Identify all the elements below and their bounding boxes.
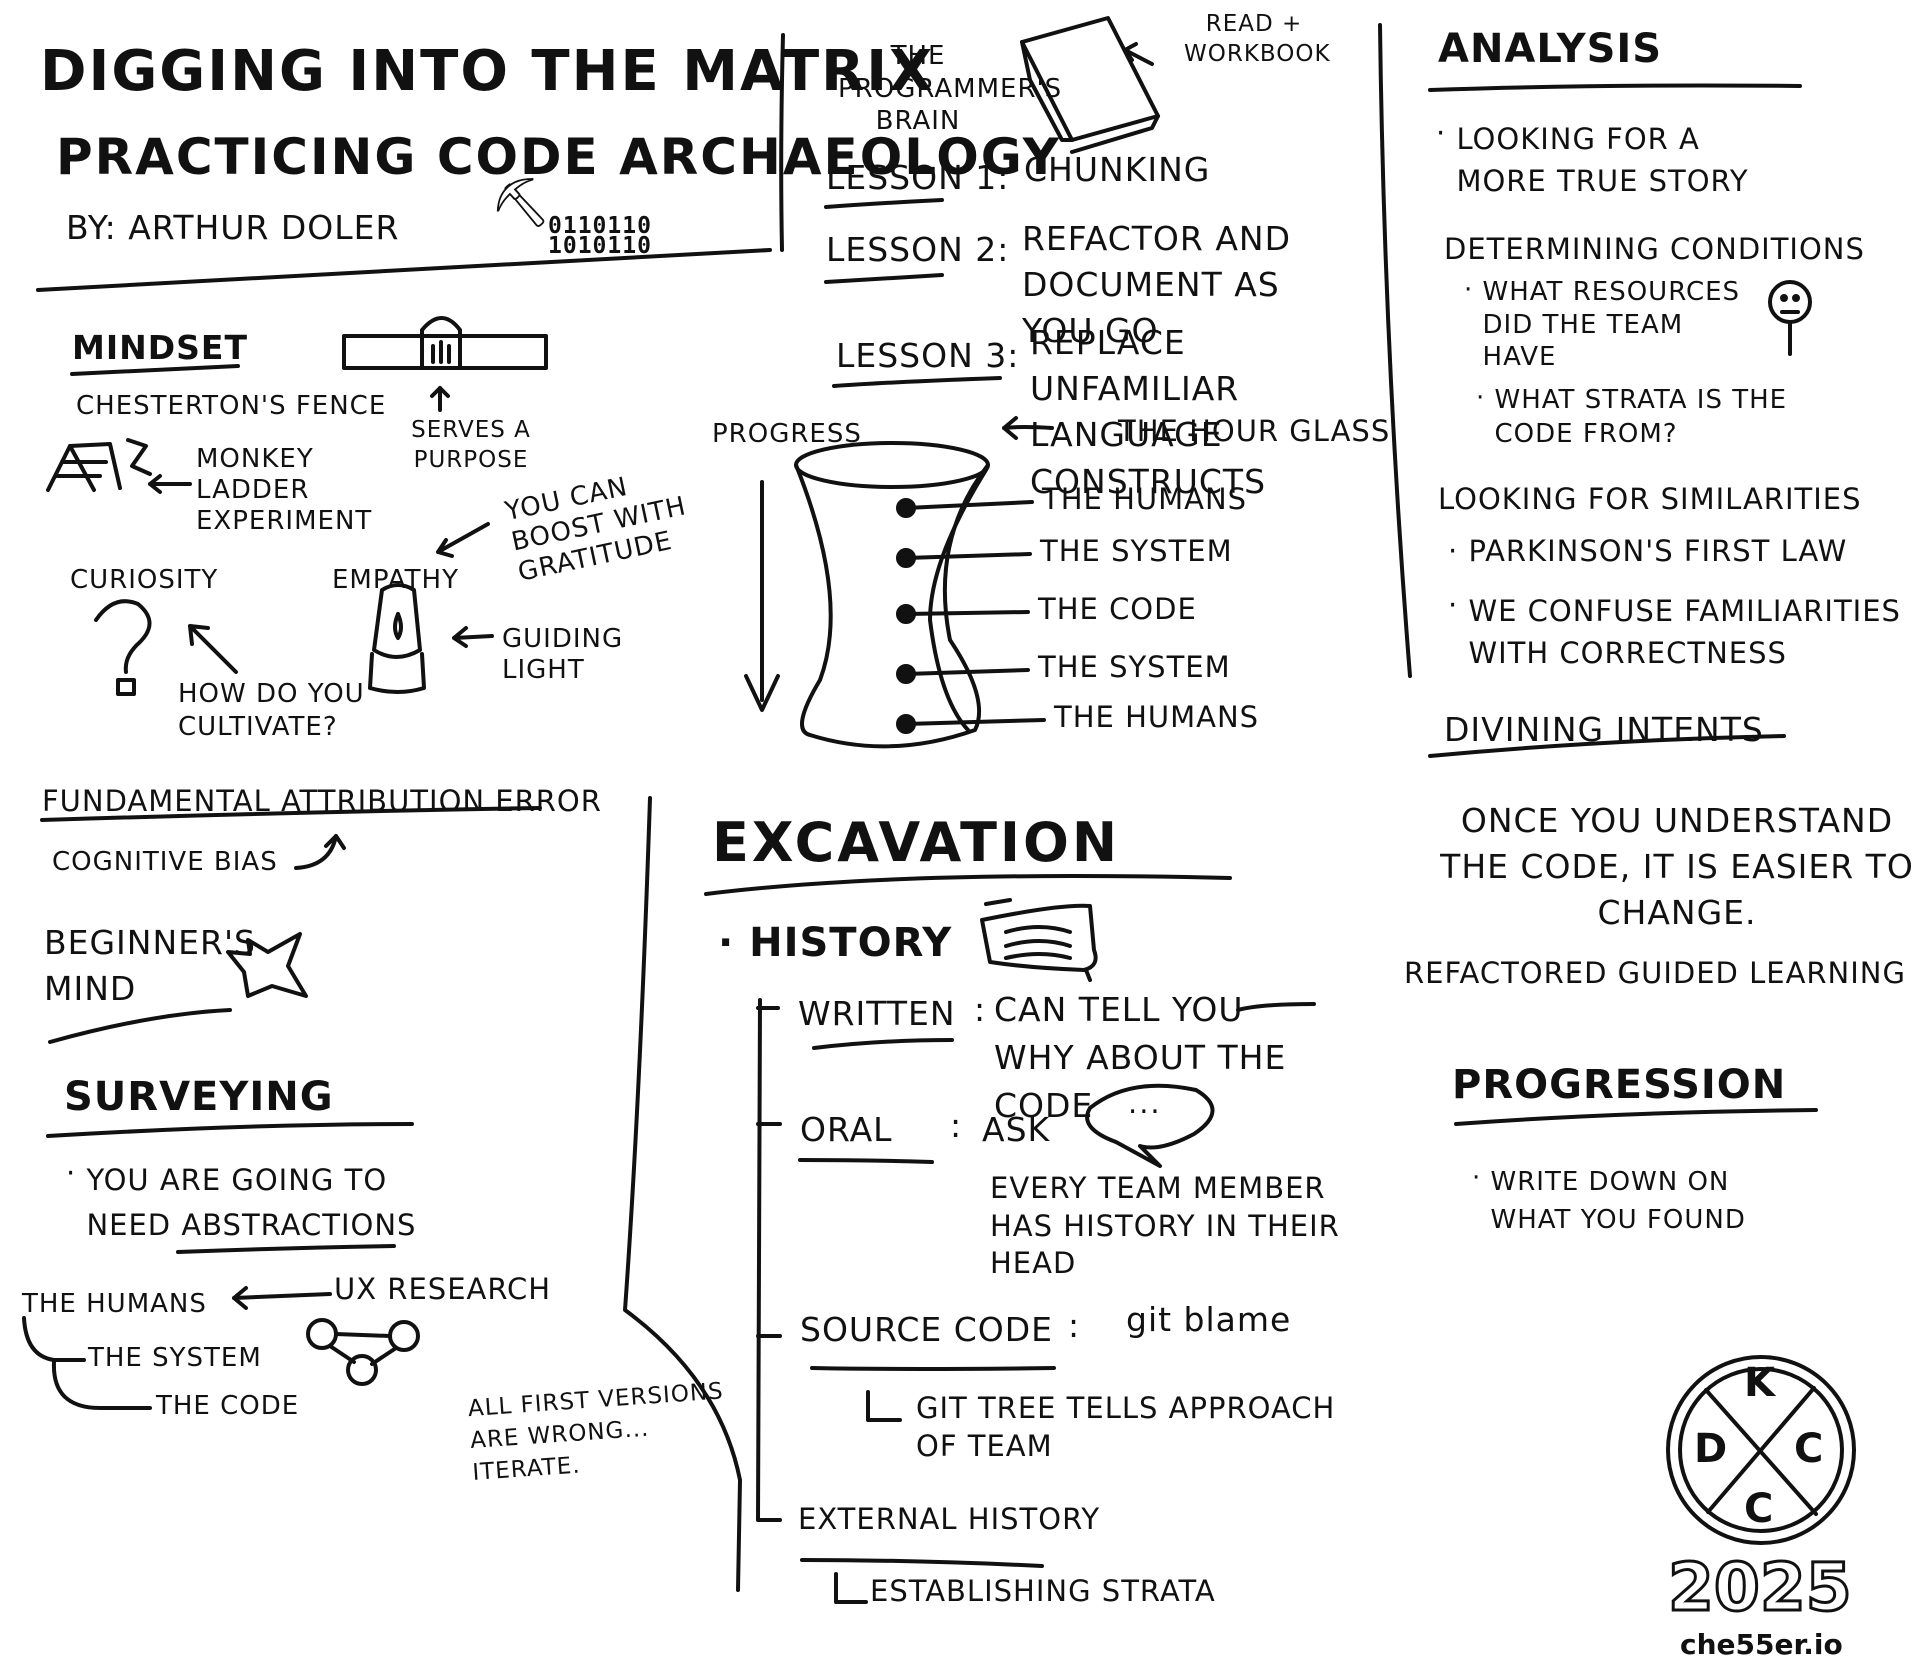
serves-purpose: Serves a Purpose bbox=[411, 417, 531, 473]
ladder-icon bbox=[46, 438, 192, 494]
hourglass-title: The Hour Glass bbox=[1118, 414, 1391, 448]
fae-heading: Fundamental Attribution Error bbox=[42, 784, 602, 818]
logo-year: 2025 bbox=[1667, 1549, 1854, 1626]
source-colon: : bbox=[1068, 1306, 1081, 1345]
hourglass-layer-2: The System bbox=[1040, 534, 1233, 568]
logo-letter-d: D bbox=[1694, 1426, 1729, 1472]
git-blame: git blame bbox=[1126, 1300, 1292, 1339]
progression-heading: Progression bbox=[1452, 1062, 1787, 1108]
lesson1-text: Chunking bbox=[1024, 150, 1211, 189]
empathy-label: Empathy bbox=[332, 565, 459, 595]
monkey-ladder: Monkey Ladder Experiment bbox=[196, 444, 373, 537]
oral-note: Every Team Member has History in their h… bbox=[990, 1171, 1340, 1281]
lesson2-text: Refactor and Document as you go bbox=[1022, 219, 1291, 351]
book-icon bbox=[1020, 16, 1160, 154]
written-text: Can Tell You Why About the Code bbox=[994, 990, 1287, 1125]
question-icon bbox=[94, 599, 238, 696]
intents-text: Once you understand the code, it is easi… bbox=[1440, 801, 1914, 933]
lantern-icon bbox=[368, 583, 494, 694]
tree-system: The System bbox=[88, 1343, 262, 1373]
star-icon bbox=[226, 932, 308, 998]
cognitive-bias: Cognitive Bias bbox=[52, 847, 278, 877]
written-label: Written bbox=[798, 994, 956, 1033]
divining-heading: Divining Intents bbox=[1444, 710, 1764, 749]
scroll-icon bbox=[980, 898, 1098, 982]
surveying-bullet-text: You are going to need Abstractions bbox=[86, 1163, 417, 1242]
refactored-learning: Refactored Guided Learning bbox=[1404, 956, 1906, 990]
divider-top bbox=[779, 33, 785, 252]
shovel-icon: ⛏ bbox=[490, 175, 552, 231]
guiding-light: Guiding Light bbox=[502, 624, 624, 686]
establishing-strata: Establishing Strata bbox=[870, 1574, 1216, 1608]
binary-line2: 1010110 bbox=[548, 233, 652, 259]
oral-ask: Ask bbox=[982, 1110, 1051, 1149]
progression-text: Write Down on what you found bbox=[1490, 1167, 1746, 1235]
hourglass-layer-4: The System bbox=[1038, 650, 1231, 684]
history-text: History bbox=[749, 920, 953, 966]
logo-letter-k: K bbox=[1744, 1360, 1776, 1406]
logo-letter-c-bottom: C bbox=[1744, 1486, 1775, 1532]
divider-right bbox=[1378, 23, 1412, 678]
oral-colon: : bbox=[950, 1106, 963, 1145]
confuse-bullet: · We confuse Familiarities with Correctn… bbox=[1448, 589, 1908, 674]
network-icon bbox=[306, 1318, 420, 1386]
title-line2: Practicing Code Archaeology bbox=[56, 128, 1061, 186]
hourglass-layer-3: The Code bbox=[1038, 592, 1197, 626]
byline: By: Arthur Doler bbox=[66, 208, 400, 247]
excavation-heading: Excavation bbox=[712, 811, 1121, 874]
strata-question: · What Strata is the code from? bbox=[1476, 384, 1815, 452]
lesson3-label: Lesson 3: bbox=[836, 336, 1020, 375]
lesson1-label: Lesson 1: bbox=[826, 158, 1010, 197]
analysis-heading: Analysis bbox=[1438, 26, 1663, 72]
analysis-bullet-text: Looking for a more true story bbox=[1456, 122, 1749, 199]
written-colon: : bbox=[974, 990, 987, 1029]
git-tree-note: Git Tree Tells Approach of Team bbox=[916, 1391, 1336, 1463]
binary-line1: 0110110 bbox=[548, 213, 652, 239]
parkinson-text: Parkinson's First Law bbox=[1468, 534, 1848, 568]
cultivate-label: How do you Cultivate? bbox=[178, 679, 365, 742]
book-label: The Programmer's Brain bbox=[838, 41, 1063, 136]
determining-conditions: Determining Conditions bbox=[1444, 232, 1865, 266]
progression-bullet: · Write Down on what you found bbox=[1472, 1164, 1791, 1239]
external-history: External History bbox=[798, 1502, 1101, 1536]
looking-similarities: Looking for Similarities bbox=[1438, 482, 1862, 516]
beginners-mind: Beginner's Mind bbox=[44, 923, 256, 1009]
logo-icon bbox=[1666, 1355, 1856, 1545]
logo-letter-c-right: C bbox=[1794, 1426, 1825, 1472]
resources-text: What Resources did the team have bbox=[1482, 277, 1741, 372]
progress-label: Progress bbox=[712, 419, 862, 449]
ux-research: UX Research bbox=[334, 1272, 552, 1306]
title-underline bbox=[36, 248, 772, 292]
resources-question: · What Resources did the team have bbox=[1464, 276, 1753, 374]
speech-bubble-icon bbox=[1085, 1083, 1215, 1168]
face-icon bbox=[1768, 280, 1812, 356]
surveying-heading: Surveying bbox=[64, 1074, 334, 1120]
fence-icon bbox=[342, 316, 548, 412]
strata-text: What Strata is the code from? bbox=[1494, 385, 1788, 449]
title-line1: Digging into the Matrix bbox=[40, 39, 935, 104]
source-code-label: Source Code bbox=[800, 1310, 1054, 1349]
logo-site: che55er.io bbox=[1680, 1628, 1843, 1661]
hourglass-icon bbox=[744, 416, 1054, 749]
surveying-bullet: · You are going to need Abstractions bbox=[66, 1157, 466, 1248]
tree-humans: The Humans bbox=[22, 1289, 207, 1319]
mindset-heading: Mindset bbox=[72, 328, 248, 367]
iterate-note: All First Versions are wrong... Iterate. bbox=[467, 1378, 725, 1487]
analysis-bullet: · Looking for a more true story bbox=[1436, 117, 1776, 202]
divider-excavation bbox=[623, 796, 742, 1592]
confuse-text: We confuse Familiarities with Correctnes… bbox=[1468, 594, 1901, 671]
bubble-dots: ... bbox=[1128, 1086, 1162, 1120]
oral-label: Oral bbox=[800, 1110, 893, 1149]
tree-code: The Code bbox=[156, 1391, 300, 1421]
lesson2-label: Lesson 2: bbox=[826, 230, 1010, 269]
hourglass-layer-5: The Humans bbox=[1054, 700, 1260, 734]
lesson3-text: Replace unfamiliar Language Constructs bbox=[1030, 323, 1267, 501]
book-note: Read + Workbook bbox=[1184, 11, 1331, 67]
curiosity-label: Curiosity bbox=[70, 565, 219, 595]
chesterton-fence: Chesterton's Fence bbox=[76, 391, 387, 421]
history-label: · History bbox=[718, 920, 953, 966]
parkinson-law: · Parkinson's First Law bbox=[1448, 534, 1848, 568]
hourglass-layer-1: The Humans bbox=[1042, 482, 1248, 516]
